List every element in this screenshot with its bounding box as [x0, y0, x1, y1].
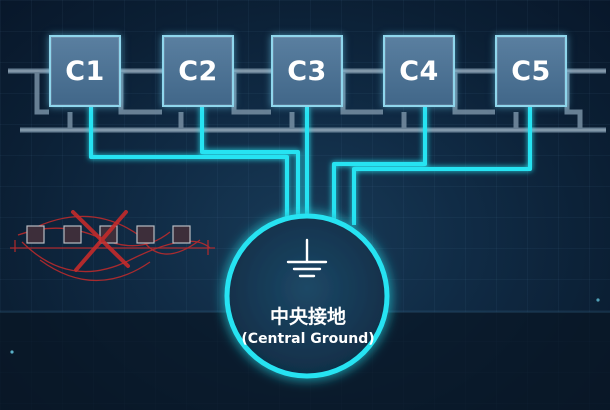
ground-symbol-icon: [286, 238, 328, 278]
central-ground-node: [224, 213, 390, 379]
component-c3: C3: [271, 35, 343, 107]
wire-c2: [200, 107, 300, 220]
component-c5: C5: [495, 35, 567, 107]
wire-c5: [352, 107, 532, 225]
ground-label-english: (Central Ground): [241, 331, 375, 347]
spark-dot: [10, 350, 14, 354]
ground-label-chinese: 中央接地: [269, 306, 346, 328]
component-c1: C1: [49, 35, 121, 107]
wire-c1: [89, 107, 289, 222]
star-ground-wires: [89, 107, 532, 225]
component-c4: C4: [383, 35, 455, 107]
bad-ground-loop-inset: [10, 210, 215, 282]
spark-dot: [596, 298, 600, 302]
cross-out-stroke: [74, 210, 128, 272]
wire-c4: [332, 107, 427, 222]
component-c2: C2: [162, 35, 234, 107]
